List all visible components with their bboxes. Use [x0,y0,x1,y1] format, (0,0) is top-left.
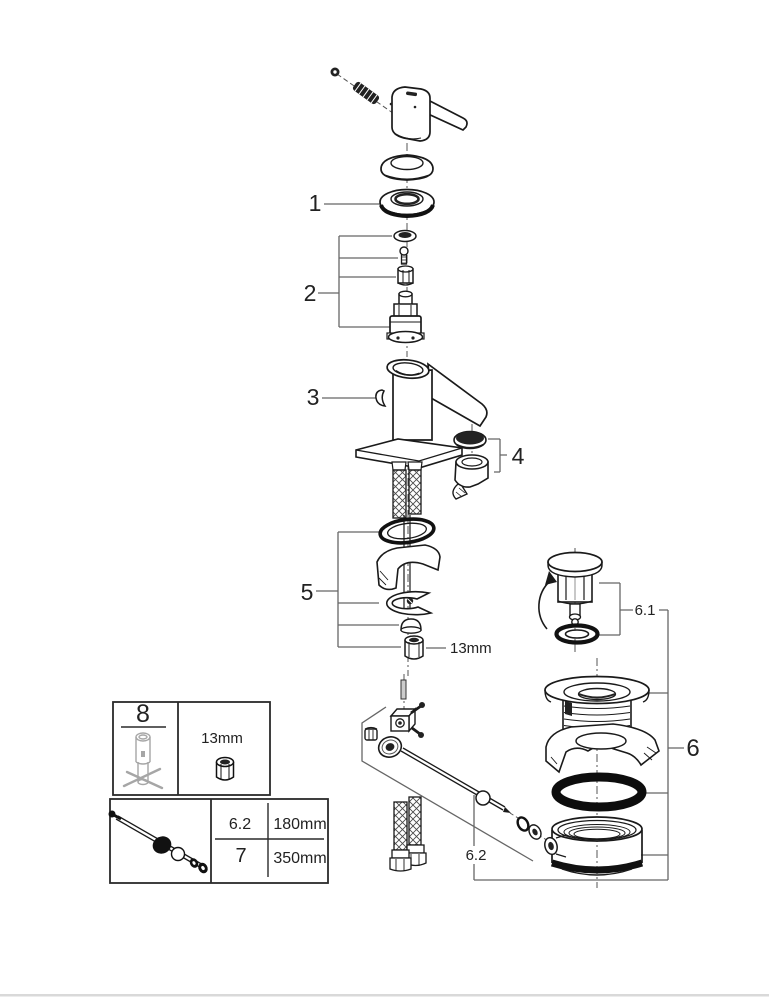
mounting-ring-drawing [379,188,435,219]
cartridge-body [386,290,425,344]
faucet-lever-tab [375,389,387,407]
rod-o-ring [516,816,530,832]
footer-divider-bar [0,994,769,997]
nut-size-label: 13mm [450,640,492,657]
handle-drawing [389,86,468,142]
pop-up-rod-assembly-drawing [364,679,553,872]
plug-cap [547,551,603,573]
callout-4-bracket [488,438,507,473]
drain-body [544,816,644,876]
coupling-nut [364,726,378,741]
aerator-insert [452,454,489,500]
part-label-6-2: 6.2 [466,847,487,864]
drain-plug-drawing [538,551,603,645]
o-ring [378,517,436,545]
callout-6-bracket [474,610,684,881]
part-label-6-1: 6.1 [635,602,656,619]
faucet-top-opening [386,358,430,380]
centerline-axes [403,143,598,888]
legend-row1-ref: 6.2 [229,816,251,833]
legend-bottom-box [109,798,329,884]
legend-row2-length: 350mm [273,850,326,867]
part-label-5: 5 [301,579,314,605]
horseshoe-washer [385,590,434,616]
callout-2-bracket [318,235,398,328]
rotation-arrow [538,580,551,630]
callout-6-1-bracket [598,582,668,636]
part-label-6: 6 [686,735,699,762]
set-screw-drawing [330,67,380,105]
cartridge-screw [399,246,409,265]
faucet-spout [426,362,488,428]
legend-table [108,701,329,884]
mounting-tool-drawing [122,732,164,790]
faucet-body-drawing [355,358,488,471]
handle-lever-arm [425,98,468,132]
part-label-1: 1 [309,190,322,216]
legend-row2-ref: 7 [235,845,246,867]
mounting-wedge [376,544,441,591]
supply-hoses-drawing [392,469,422,519]
legend-hex-nut-drawing [215,756,235,781]
hex-nut-13mm [404,635,424,660]
rod-washer [528,824,542,840]
plug-seal-ring [554,623,600,645]
part-label-3: 3 [307,384,320,410]
grommet [377,736,403,758]
rod-kit-drawing [108,810,208,874]
part-label-4: 4 [512,443,525,469]
faucet-column [392,369,433,441]
callout-lines [316,203,684,881]
dome-washer [400,618,422,634]
cartridge-group-drawing [386,229,425,344]
hose-tails-drawing [389,796,427,872]
set-screw-axis [336,73,401,119]
part-label-2: 2 [304,280,317,306]
dome-cap-drawing [380,154,434,181]
drain-side-port [544,836,558,856]
pivot-pin [400,679,407,700]
legend-wrench-size-label: 13mm [201,730,243,747]
callout-5-bracket [316,531,401,648]
legend-row1-length: 180mm [273,816,326,833]
rod-ball [475,790,491,806]
clamp-block [389,707,417,733]
drain-waste-drawing [544,675,660,876]
mounting-hardware-drawing [376,515,441,660]
clamp-screws [410,702,425,738]
cartridge-adapter-nut [397,265,414,286]
faucet-base-plate [355,438,463,469]
drain-o-ring [551,772,647,812]
aerator-group-drawing [452,430,489,500]
legend-tool-ref-label: 8 [136,700,150,728]
handle-body [391,86,431,142]
drain-gasket [545,723,660,774]
callout-6-2-bracket [361,706,534,880]
